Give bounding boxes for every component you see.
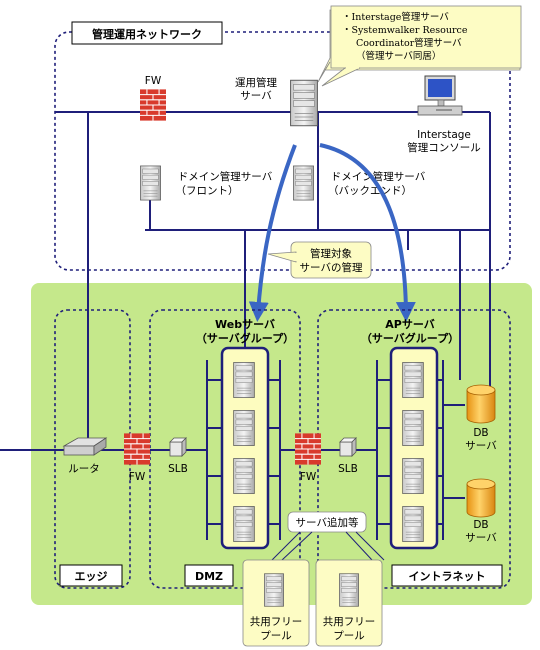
domain-back-line1: ドメイン管理サーバ bbox=[331, 170, 426, 183]
fw1-label: FW bbox=[129, 471, 146, 483]
mgmt-arrow-ap bbox=[319, 143, 416, 322]
mgmt-zone-title-box bbox=[71, 21, 223, 45]
callout-mid-line2: サーバの管理 bbox=[300, 261, 363, 274]
db-server-2-icon bbox=[466, 478, 496, 518]
db2-line2: サーバ bbox=[465, 532, 497, 544]
db1-line2: サーバ bbox=[465, 440, 497, 452]
callout-add-pointers bbox=[271, 531, 385, 561]
mgmt-network-zone bbox=[54, 31, 511, 271]
intranet-zone-label-box bbox=[391, 564, 503, 587]
domain-front-line2: （フロント） bbox=[176, 185, 239, 197]
ops-server-line1: 運用管理 bbox=[235, 76, 277, 89]
mgmt-arrow-web bbox=[248, 144, 297, 322]
console-line2: 管理コンソール bbox=[407, 141, 481, 154]
firewall-1 bbox=[124, 432, 150, 466]
web-server-1[interactable] bbox=[233, 362, 255, 398]
router-icon bbox=[62, 437, 108, 456]
callout-mid-line1: 管理対象 bbox=[310, 247, 352, 260]
edge-zone-label-box bbox=[59, 564, 123, 587]
callout-top-line3: Coordinator管理サーバ bbox=[356, 37, 462, 49]
callout-add-label: サーバ追加等 bbox=[296, 516, 359, 529]
ap-group-line2: （サーバグループ） bbox=[361, 331, 459, 345]
domain-server-back bbox=[293, 165, 314, 201]
free-pool-1-server bbox=[264, 573, 284, 607]
ops-server-line2: サーバ bbox=[240, 90, 272, 102]
ap-server-group[interactable] bbox=[389, 346, 439, 550]
callout-top-line4: （管理サーバ同居） bbox=[356, 50, 441, 62]
edge-zone bbox=[54, 309, 131, 589]
fw2-label: FW bbox=[300, 471, 317, 483]
db1-line1: DB bbox=[473, 427, 488, 439]
firewall-top bbox=[140, 88, 166, 122]
web-group-line2: （サーバグループ） bbox=[196, 331, 294, 345]
fw-top-label: FW bbox=[145, 75, 162, 87]
ap-group-line1: APサーバ bbox=[385, 318, 434, 331]
dmz-zone-label-box bbox=[184, 564, 234, 587]
dmz-zone-label: DMZ bbox=[195, 570, 223, 583]
domain-back-line2: （バックエンド） bbox=[328, 185, 412, 197]
db2-line1: DB bbox=[473, 519, 488, 531]
web-server-group[interactable] bbox=[220, 346, 270, 550]
intranet-zone bbox=[317, 309, 511, 589]
web-server-3[interactable] bbox=[233, 458, 255, 494]
db-server-1-icon bbox=[466, 384, 496, 424]
callout-top bbox=[317, 5, 522, 87]
pool1-line1: 共用フリー bbox=[250, 616, 303, 628]
callout-mid bbox=[267, 241, 372, 279]
ap-server-3[interactable] bbox=[402, 458, 424, 494]
firewall-2 bbox=[295, 432, 321, 466]
web-group-line1: Webサーバ bbox=[215, 318, 275, 331]
web-server-2[interactable] bbox=[233, 410, 255, 446]
domain-server-front bbox=[140, 165, 161, 201]
domain-front-line1: ドメイン管理サーバ bbox=[178, 170, 273, 183]
ap-server-4[interactable] bbox=[402, 506, 424, 542]
pool1-line2: プール bbox=[260, 630, 292, 642]
mgmt-network-lines bbox=[55, 111, 491, 445]
callout-top-line2: ・Systemwalker Resource bbox=[342, 25, 468, 36]
edge-zone-label: エッジ bbox=[75, 570, 108, 583]
pool2-line2: プール bbox=[333, 630, 365, 642]
slb-2-icon bbox=[339, 437, 357, 457]
mgmt-zone-title: 管理運用ネットワーク bbox=[92, 27, 202, 41]
ap-server-1[interactable] bbox=[402, 362, 424, 398]
slb-1-icon bbox=[169, 437, 187, 457]
router-label: ルータ bbox=[68, 463, 100, 475]
callout-top-line1: ・Interstage管理サーバ bbox=[342, 11, 449, 23]
console-pc-icon bbox=[417, 75, 463, 116]
free-pool-2-server bbox=[339, 573, 359, 607]
callout-add bbox=[287, 511, 367, 533]
console-line1: Interstage bbox=[417, 129, 471, 141]
slb2-label: SLB bbox=[338, 463, 358, 475]
pool2-line1: 共用フリー bbox=[323, 616, 376, 628]
ops-mgmt-server bbox=[290, 79, 318, 127]
intranet-zone-label: イントラネット bbox=[409, 570, 486, 583]
web-server-4[interactable] bbox=[233, 506, 255, 542]
slb1-label: SLB bbox=[168, 463, 188, 475]
ap-server-2[interactable] bbox=[402, 410, 424, 446]
